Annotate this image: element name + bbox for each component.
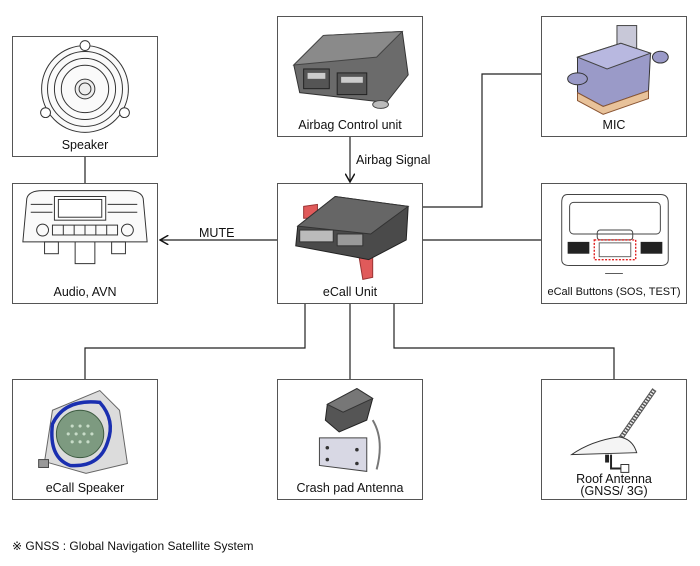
node-label: Crash pad Antenna [296,481,404,495]
wire-ecall-speaker [84,304,306,379]
microphone-module-icon [567,25,669,115]
node-label: eCall Buttons (SOS, TEST) [547,286,681,298]
node-label: Audio, AVN [53,285,117,299]
crash-pad-antenna-icon [318,387,381,472]
node-ecall-buttons[interactable]: eCall Buttons (SOS, TEST) [541,183,687,304]
speaker-icon [40,40,130,133]
node-label: eCall Unit [322,285,378,299]
node-label: eCall Speaker [45,481,125,495]
node-crash-pad-antenna[interactable]: Crash pad Antenna [277,379,423,500]
node-label: Roof Antenna (GNSS/ 3G) [542,472,686,498]
roof-antenna-icon [569,388,657,473]
node-mic[interactable]: MIC [541,16,687,137]
node-label: Speaker [61,138,109,152]
wire-ecall-roof [393,304,615,379]
ecall-unit-module-icon [295,195,410,280]
node-roof-antenna[interactable]: Roof Antenna (GNSS/ 3G) [541,379,687,500]
node-ecall-speaker[interactable]: eCall Speaker [12,379,158,500]
node-label: MIC [602,118,626,132]
node-audio-avn[interactable]: Audio, AVN [12,183,158,304]
node-airbag-control-unit[interactable]: Airbag Control unit [277,16,423,137]
ecall-speaker-icon [38,389,128,474]
overhead-console-buttons-icon [561,194,669,274]
edge-label-mute: MUTE [199,226,235,240]
airbag-control-unit-icon [292,30,409,109]
node-speaker[interactable]: Speaker [12,36,158,157]
node-label-line2: (GNSS/ 3G) [580,484,648,498]
node-label: Airbag Control unit [298,118,402,132]
edge-label-airbag-signal: Airbag Signal [356,153,431,167]
node-label-line1: Roof Antenna [576,472,652,486]
audio-head-unit-icon [22,190,148,265]
footnote: ※ GNSS : Global Navigation Satellite Sys… [12,539,254,553]
node-ecall-unit[interactable]: eCall Unit [277,183,423,304]
wire-ecall-mic [423,73,541,208]
